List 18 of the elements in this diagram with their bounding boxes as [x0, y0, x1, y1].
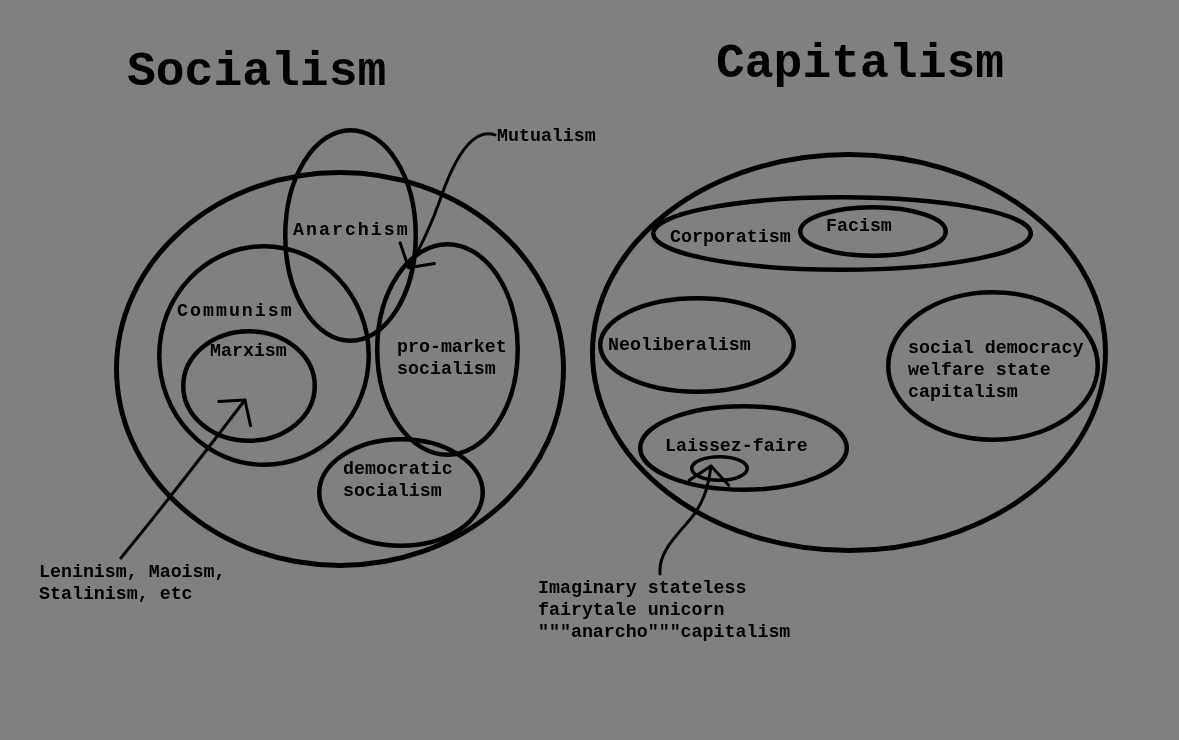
annotation-text: Leninism, Maoism, Stalinism, etc: [39, 561, 234, 605]
annotation-text: Imaginary stateless fairytale unicorn """anarcho"""capitalism: [538, 577, 800, 643]
set-label: Laissez-faire: [665, 435, 808, 457]
leader-arrow: [658, 464, 730, 576]
set-label: Marxism: [210, 340, 287, 362]
set-label: Neoliberalism: [608, 334, 751, 356]
set-label: social democracy welfare state capitalism: [908, 337, 1085, 403]
set-heading: Capitalism: [716, 40, 1005, 88]
set-label: democratic socialism: [343, 458, 454, 502]
set-label: Anarchism: [293, 219, 410, 241]
set-label: Corporatism: [670, 226, 791, 248]
set-label: Facism: [826, 215, 892, 237]
leader-arrow: [119, 398, 252, 560]
annotation-text: Mutualism: [497, 125, 596, 147]
leader-arrow: [398, 132, 497, 270]
set-heading: Socialism: [127, 48, 387, 96]
set-label: pro-market socialism: [397, 336, 508, 380]
set-label: Communism: [177, 300, 294, 322]
